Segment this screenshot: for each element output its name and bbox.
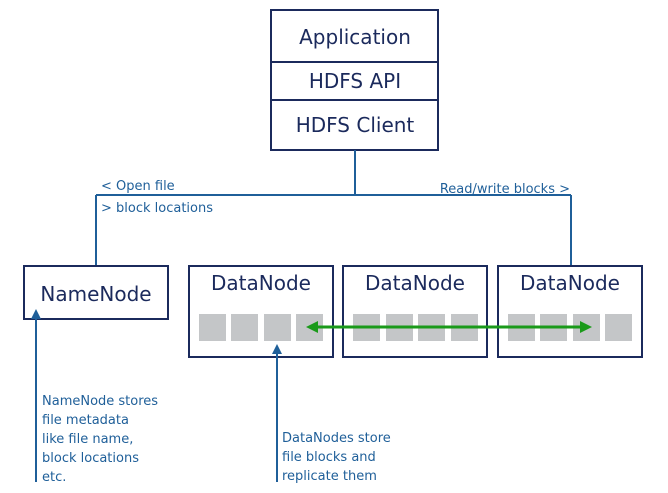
datanode-note-line: DataNodes store <box>282 431 391 446</box>
datanode-label: DataNode <box>365 271 465 295</box>
data-block <box>264 314 291 341</box>
application-label: Application <box>299 25 411 49</box>
data-block <box>605 314 632 341</box>
datanode-box-border <box>342 265 488 358</box>
datanode-box: DataNode <box>188 265 334 358</box>
namenode-box: NameNode <box>23 265 169 320</box>
hdfs-client-label: HDFS Client <box>296 113 415 137</box>
namenode-note-line: NameNode stores <box>42 394 158 409</box>
datanode-note-line: replicate them <box>282 469 377 484</box>
datanode-box-border <box>188 265 334 358</box>
datanode-box: DataNode <box>497 265 643 358</box>
namenode-note-line: like file name, <box>42 432 133 447</box>
open-file-label: < Open file <box>101 179 175 194</box>
namenode-note-line: file metadata <box>42 413 129 428</box>
namenode-label: NameNode <box>40 282 151 306</box>
block-locations-label: > block locations <box>101 201 213 216</box>
datanode-box-border <box>497 265 643 358</box>
namenode-note-line: block locations <box>42 451 139 466</box>
data-block <box>231 314 258 341</box>
client-connectors <box>95 150 572 266</box>
datanode-label: DataNode <box>211 271 311 295</box>
namenode-note-line: etc. <box>42 470 66 485</box>
data-block <box>199 314 226 341</box>
application-stack-box <box>270 9 439 151</box>
datanode-note-line: file blocks and <box>282 450 376 465</box>
datanode-box: DataNode <box>342 265 488 358</box>
namenode-box-border <box>23 265 169 320</box>
read-write-blocks-label: Read/write blocks > <box>440 182 570 197</box>
application-stack: Application HDFS API HDFS Client <box>270 9 439 151</box>
hdfs-api-label: HDFS API <box>309 69 401 93</box>
datanode-label: DataNode <box>520 271 620 295</box>
